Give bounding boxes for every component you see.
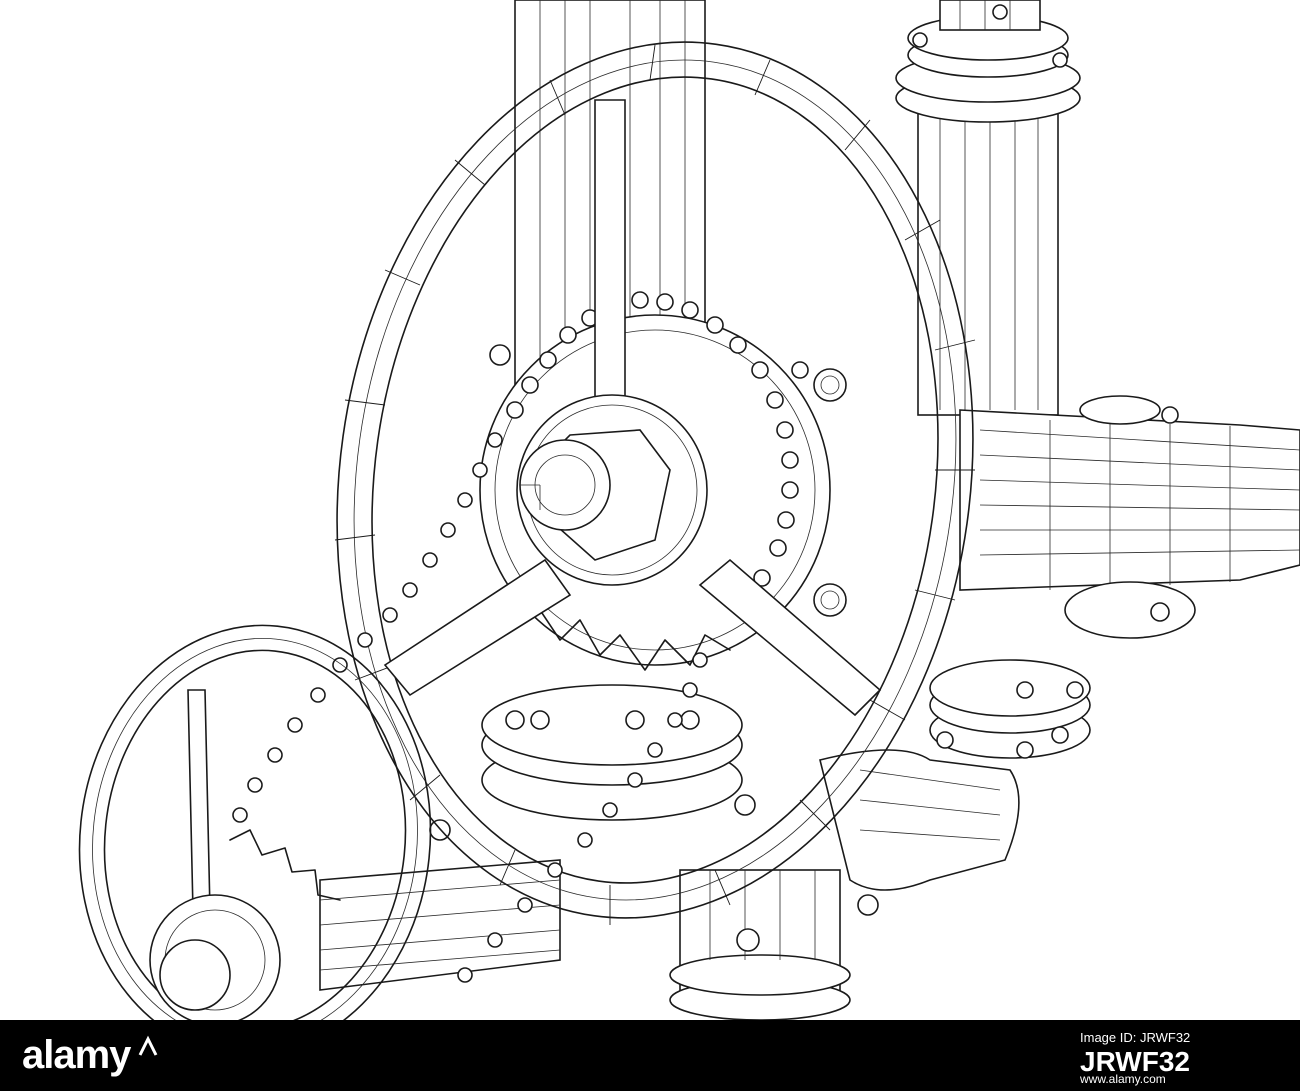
image-id-value: JRWF32 [1080, 1046, 1190, 1077]
elbow-pipe [819, 749, 1020, 916]
alamy-logo: alamy [22, 1032, 162, 1078]
lower-pipe-stub [669, 869, 851, 1020]
site-url: www.alamy.com [1080, 1072, 1166, 1086]
logo-text: alamy [22, 1033, 131, 1077]
lower-flange-right [929, 659, 1091, 759]
lower-shaft [319, 859, 561, 991]
center-flange [429, 684, 756, 841]
valve-wireframe-svg [78, 0, 1300, 1020]
housing-bolts [489, 344, 847, 617]
image-id-block: Image ID: JRWF32 JRWF32 [1080, 1030, 1190, 1078]
vertical-pipe-right [895, 0, 1081, 416]
hub-nut [516, 394, 708, 586]
image-id-label: Image ID: JRWF32 [1080, 1030, 1191, 1045]
horizontal-pipe-right [959, 395, 1300, 639]
logo-mark-icon [139, 1035, 158, 1056]
handwheel-spokes [383, 99, 882, 717]
wireframe-illustration [78, 0, 1300, 1020]
small-handwheel [78, 624, 432, 1020]
footer-bar: alamy Image ID: JRWF32 JRWF32 www.alamy.… [0, 1020, 1300, 1091]
